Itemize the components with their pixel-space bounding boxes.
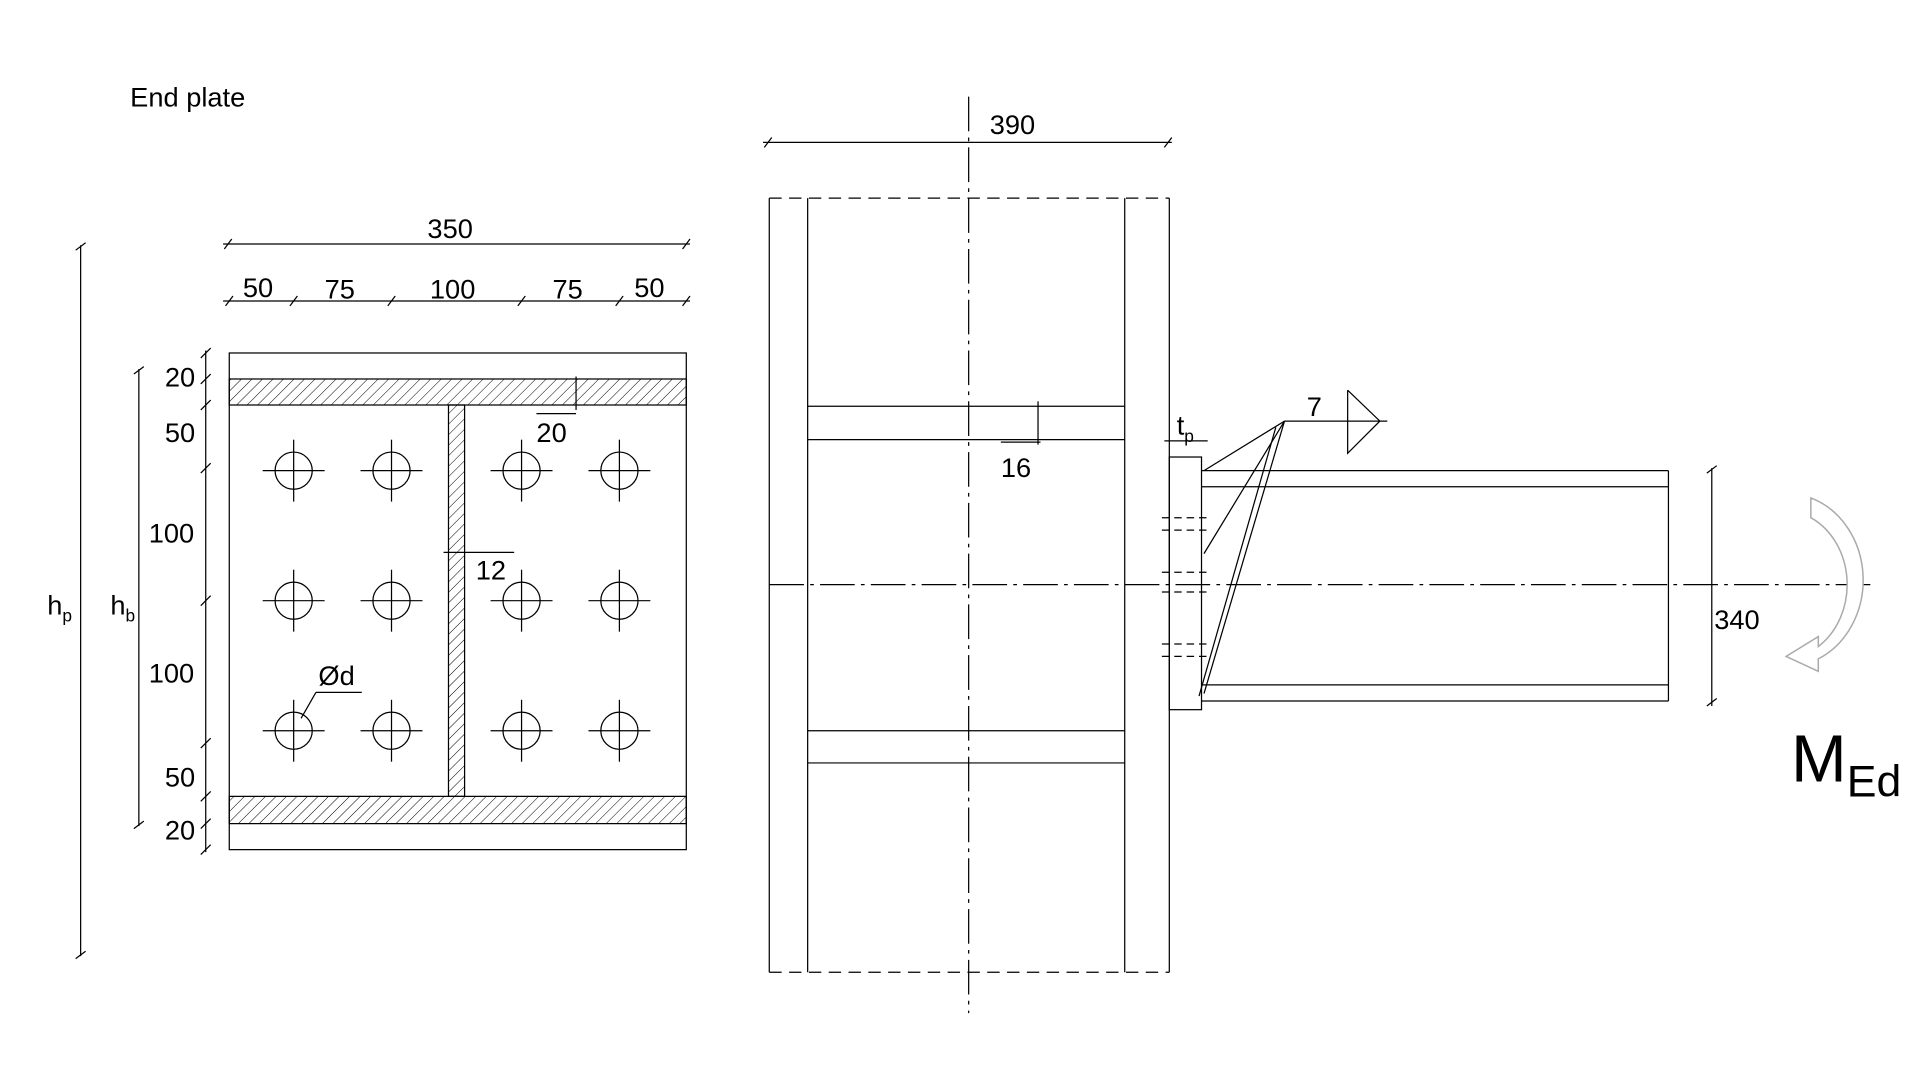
dim-100-lower: 100	[149, 657, 194, 688]
bolt-hole	[360, 439, 423, 502]
dim-75-right: 75	[553, 273, 583, 304]
dim-tick	[200, 462, 212, 474]
dim-100: 100	[430, 273, 475, 304]
bolt-hole	[262, 439, 325, 502]
dim-100-upper: 100	[149, 517, 194, 548]
dim-tick	[200, 737, 212, 749]
dim-50-left: 50	[243, 272, 273, 303]
bolt-diameter-label: Ød	[318, 660, 354, 691]
stiffener-thickness-label: 16	[1001, 452, 1031, 483]
bolt-hole	[360, 699, 423, 762]
dim-tick	[289, 295, 298, 307]
dim-tick	[200, 347, 212, 359]
bolt-hole	[262, 699, 325, 762]
bolt-hole	[490, 699, 553, 762]
bolt-holes	[262, 439, 651, 762]
dim-20-bottom: 20	[165, 815, 195, 846]
dim-50-top: 50	[165, 417, 195, 448]
dim-tick	[225, 295, 234, 307]
dim-20-top: 20	[165, 361, 195, 392]
dim-50-right: 50	[634, 272, 664, 303]
hp-label: hp	[47, 589, 72, 625]
bolt-hole	[490, 569, 553, 632]
dim-tick	[200, 399, 212, 411]
dim-tick	[200, 790, 212, 802]
bolt-hole	[588, 439, 651, 502]
bolt-hole	[262, 569, 325, 632]
dim-340: 340	[1714, 604, 1759, 635]
dim-tick	[200, 373, 212, 385]
dim-tick	[682, 295, 691, 307]
dim-tick	[517, 295, 526, 307]
dim-350: 350	[427, 213, 472, 244]
moment-arrow-icon	[1784, 496, 1864, 673]
hb-label: hb	[110, 589, 135, 625]
flange-thickness-label: 20	[536, 417, 566, 448]
dim-tick	[200, 844, 212, 856]
bolt-hole	[360, 569, 423, 632]
connection-elevation: 390 16 tp 340	[763, 96, 1901, 1014]
dim-tick	[200, 595, 212, 607]
drawing-title: End plate	[130, 82, 245, 113]
dim-390: 390	[990, 109, 1035, 140]
dim-50-bottom: 50	[165, 761, 195, 792]
end-plate-view: hp hb 20 50 100 100 50 20 350 50 75 100 …	[47, 213, 691, 960]
web-thickness-label: 12	[476, 555, 506, 586]
top-flange	[228, 378, 687, 406]
bolt-hole	[588, 569, 651, 632]
dim-tick	[387, 295, 396, 307]
weld-size-label: 7	[1307, 391, 1322, 422]
bolt-hole	[588, 699, 651, 762]
bottom-flange	[228, 795, 687, 825]
dim-tick	[200, 818, 212, 830]
web	[447, 404, 466, 797]
dim-75-left: 75	[325, 273, 355, 304]
bolt-hole	[490, 439, 553, 502]
moment-label: MEd	[1791, 722, 1901, 807]
dim-tick	[615, 295, 624, 307]
weld-symbol: 7	[1198, 389, 1388, 697]
plate-thickness-label: tp	[1177, 410, 1194, 446]
